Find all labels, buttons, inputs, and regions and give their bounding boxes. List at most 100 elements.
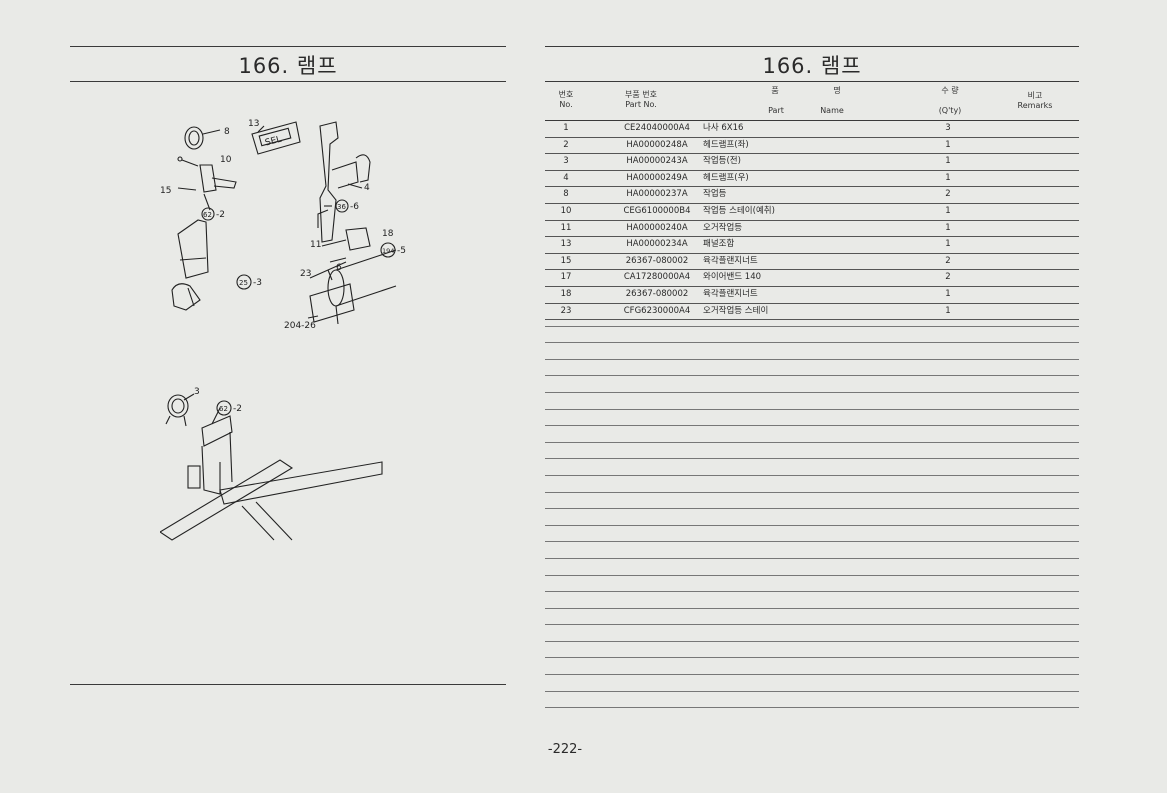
- header-qty-en: (Q'ty): [938, 106, 962, 115]
- blank-line: [545, 576, 1079, 593]
- left-title-bar: 166. 램프: [70, 46, 506, 82]
- blank-line: [545, 443, 1079, 460]
- callout-25-suffix: -3: [253, 278, 262, 288]
- header-name-ko2: 명: [833, 86, 841, 95]
- row-qty: 2: [945, 272, 951, 283]
- callout-6: 6: [336, 263, 342, 273]
- callout-204-26: 204-26: [284, 321, 316, 331]
- row-no: 15: [560, 255, 572, 266]
- row-qty: 1: [945, 156, 951, 167]
- row-no: 18: [560, 288, 572, 299]
- table-row: 13 HA00000234A 패널조합 1: [545, 237, 1079, 254]
- auger-lamp-part-11: [309, 227, 397, 325]
- callout-11: 11: [310, 240, 321, 250]
- row-part-no: HA00000243A: [626, 156, 688, 167]
- panel-assembly-part-13: SEL: [251, 121, 301, 155]
- row-part-name: 오거작업등 스테이: [703, 305, 769, 316]
- callout-3: 3: [194, 387, 200, 397]
- callout-8: 8: [224, 127, 230, 137]
- row-no: 3: [563, 156, 569, 167]
- row-part-no: 26367-080002: [625, 288, 689, 299]
- blank-line: [545, 410, 1079, 427]
- blank-line: [545, 526, 1079, 543]
- work-lamp-part-8: [184, 126, 221, 150]
- header-partno-ko: 부품 번호: [625, 90, 657, 99]
- row-part-no: HA00000249A: [626, 172, 688, 183]
- header-remarks-en: Remarks: [1017, 101, 1053, 110]
- callout-62-bottom: 62: [219, 405, 228, 413]
- page-title-right: 166. 램프: [762, 54, 862, 78]
- lamp-stay-part-10: [177, 156, 237, 193]
- header-name-ko1: 품: [771, 86, 779, 95]
- callout-194: 194: [382, 247, 394, 255]
- row-part-name: 나사 6X16: [703, 123, 744, 133]
- blank-line: [545, 327, 1079, 344]
- row-qty: 1: [945, 205, 951, 216]
- blank-line: [545, 343, 1079, 360]
- callout-36-suffix: -6: [350, 202, 359, 212]
- row-qty: 2: [945, 189, 951, 200]
- header-name-en2: Name: [820, 106, 844, 115]
- blank-line: [545, 592, 1079, 609]
- callout-25: 25: [239, 279, 248, 287]
- blank-line: [545, 360, 1079, 377]
- blank-ruled-lines: [545, 310, 1079, 709]
- left-bottom-rule: [70, 684, 506, 685]
- blank-line: [545, 393, 1079, 410]
- callout-18: 18: [382, 229, 394, 239]
- row-qty: 1: [945, 305, 951, 316]
- row-no: 2: [563, 139, 569, 150]
- row-no: 23: [560, 305, 572, 316]
- callout-23: 23: [300, 269, 311, 279]
- row-part-name: 작업등: [703, 189, 727, 200]
- callout-62-top-suffix: -2: [216, 210, 225, 220]
- row-no: 11: [560, 222, 572, 233]
- row-part-no: HA00000234A: [626, 239, 688, 250]
- blank-line: [545, 692, 1079, 709]
- row-qty: 1: [945, 139, 951, 150]
- table-row: 3 HA00000243A 작업등(전) 1: [545, 154, 1079, 171]
- row-part-name: 작업등(전): [703, 156, 741, 167]
- callout-36: 36: [337, 203, 346, 211]
- header-name-en1: Part: [768, 106, 784, 115]
- row-qty: 1: [945, 222, 951, 233]
- callout-62-bottom-suffix: -2: [233, 404, 242, 414]
- row-part-name: 오거작업등: [703, 222, 743, 233]
- leader-lines: [183, 125, 363, 425]
- blank-line: [545, 559, 1079, 576]
- row-no: 4: [563, 172, 569, 183]
- callout-62-top: 62: [203, 211, 212, 219]
- row-part-name: 와이어밴드 140: [703, 272, 762, 283]
- row-part-name: 육각플랜지너트: [703, 288, 758, 299]
- row-part-name: 패널조합: [703, 239, 735, 250]
- row-no: 1: [563, 123, 569, 133]
- row-no: 17: [560, 272, 572, 283]
- page-title-left: 166. 램프: [238, 54, 338, 78]
- page-number: -222-: [547, 742, 583, 757]
- panel-text: SEL: [264, 135, 282, 149]
- blank-line: [545, 310, 1079, 327]
- blank-line: [545, 542, 1079, 559]
- row-part-no: CEG6100000B4: [623, 205, 691, 216]
- row-qty: 1: [945, 288, 951, 299]
- exploded-parts-diagram: SEL: [160, 119, 406, 541]
- row-no: 13: [560, 239, 572, 250]
- row-no: 10: [560, 205, 572, 216]
- auger-stay-part: [317, 121, 371, 243]
- row-part-name: 헤드램프(좌): [703, 139, 749, 150]
- blank-line: [545, 376, 1079, 393]
- row-qty: 2: [945, 255, 951, 266]
- frame-structure: [160, 415, 383, 541]
- blank-line: [545, 642, 1079, 659]
- row-part-no: HA00000237A: [626, 189, 688, 200]
- row-qty: 1: [945, 239, 951, 250]
- callout-15: 15: [160, 186, 171, 196]
